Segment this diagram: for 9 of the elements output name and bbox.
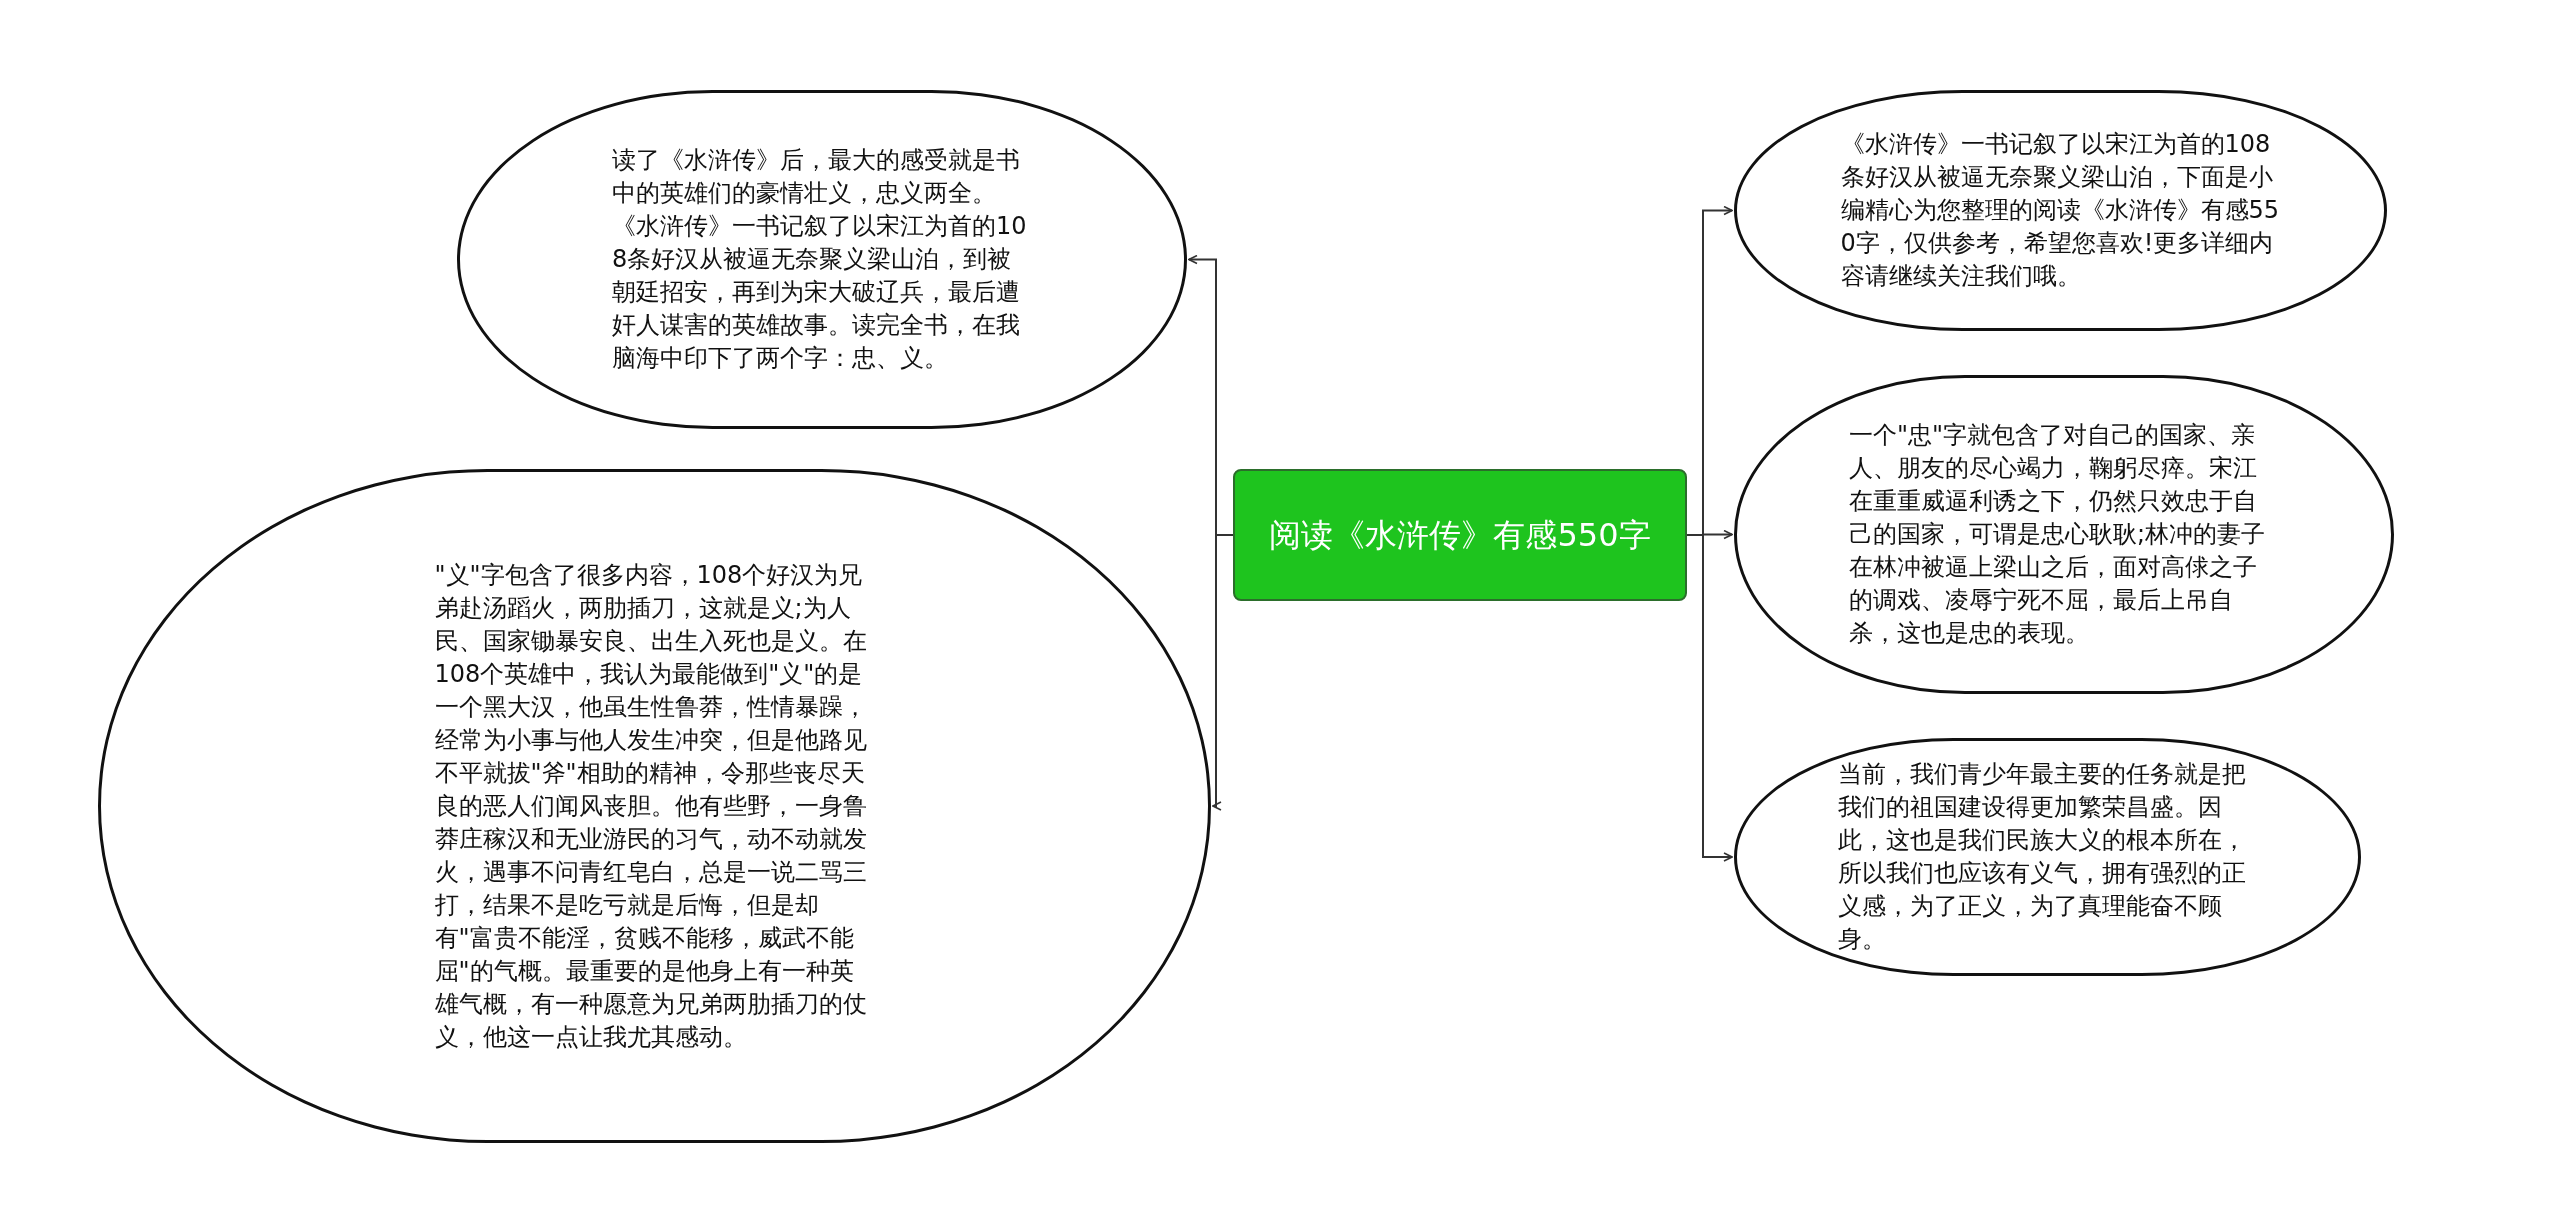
topic-box (1233, 469, 1687, 601)
paragraph: 《水浒传》一书记叙了以宋江为首的108条好汉从被逼无奈聚义梁山泊，下面是小编精心为您整理的阅读《水浒传》有感550字，仅供参考，希望您喜欢!更多详细内容请继续关注我们哦。 (1840, 129, 2281, 292)
paragraph: "义"字包含了很多内容，108个好汉为兄弟赴汤蹈火，两肋插刀，这就是义;为人民、国家锄暴安良、出生入死也是义。在108个英雄中，我认为最能做到"义"的是一个黑大汉，他虽生性鲁莽，性情暴躁，经常为小事与他人发生冲突，但是他路见不平就拔"斧"相助的精神，令那些丧尽天良的恶人们闻风丧胆。他有些野，一身鲁莽庄稼汉和无业游民的习气，动不动就发火，遇事不问青红皂白，总是一说二骂三打，结果不是吃亏就是后悔，但是却有"富贵不能淫，贫贱不能移，威武不能屈"的气概。最重要的是他身上有一种英雄气概，有一种愿意为兄弟两肋插刀的仗义，他这一点让我尤其感动。 (434, 559, 868, 1053)
paragraph: 读了《水浒传》后，最大的感受就是书中的英雄们的豪情壮义，忠义两全。《水浒传》一书记叙了以宋江为首的108条好汉从被逼无奈聚义梁山泊，到被朝廷招安，再到为宋大破辽兵，最后遭奸人谋害的英雄故事。读完全书，在我脑海中印下了两个字：忠、义。 (612, 145, 1028, 374)
paragraph: 当前，我们青少年最主要的任务就是把我们的祖国建设得更加繁荣昌盛。因此，这也是我们民族大义的根本所在，所以我们也应该有义气，拥有强烈的正义感，为了正义，为了真理能奋不顾身。 (1837, 759, 2247, 955)
paragraph: 一个"忠"字就包含了对自己的国家、亲人、朋友的尽心竭力，鞠躬尽瘁。宋江在重重威逼利诱之下，仍然只效忠于自己的国家，可谓是忠心耿耿;林冲的妻子在林冲被逼上梁山之后，面对高俅之子的调戏、凌辱宁死不屈，最后上吊自杀，这也是忠的表现。 (1849, 420, 2267, 649)
topic-title: 阅读《水浒传》有感550字 (1269, 515, 1651, 556)
connector-arrow (1212, 534, 1234, 811)
connector-arrow (1686, 534, 1733, 862)
